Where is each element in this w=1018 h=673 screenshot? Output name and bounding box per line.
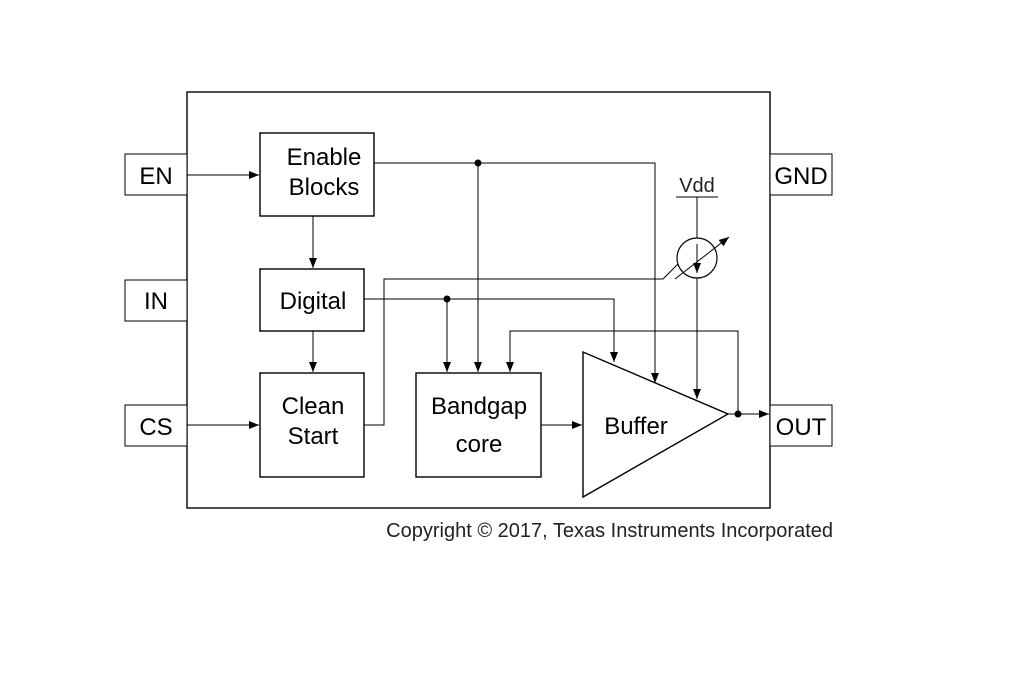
enable-blocks-label-line1: Enable (287, 144, 362, 171)
variable-source-arrow (674, 236, 730, 280)
pin-en-box (124, 153, 188, 196)
junction-out (734, 410, 742, 418)
clean-start-box (259, 372, 365, 478)
enable-blocks-label-line2: Blocks (289, 174, 360, 201)
pin-en-label: EN (139, 163, 172, 190)
pin-out-box (769, 404, 833, 447)
pin-cs-label: CS (139, 414, 172, 441)
digital-box (259, 268, 365, 332)
clean-start-label-line2: Start (288, 423, 339, 450)
pin-out-label: OUT (776, 414, 827, 441)
copyright-text: Copyright © 2017, Texas Instruments Inco… (386, 520, 833, 542)
digital-label: Digital (280, 288, 347, 315)
buffer-label: Buffer (604, 413, 668, 440)
vdd-label: Vdd (679, 175, 715, 197)
wire-enable-to-buffer (374, 162, 659, 383)
pin-in-box (124, 279, 188, 322)
pin-in-label: IN (144, 288, 168, 315)
bandgap-core-box (415, 372, 542, 478)
wire-clean-to-source (364, 253, 689, 426)
wire-feedback-to-bandgap (506, 330, 739, 414)
bandgap-core-label-line2: core (456, 431, 503, 458)
enable-blocks-box (259, 132, 375, 217)
pin-gnd-box (769, 153, 833, 196)
junction-digital (443, 295, 451, 303)
bandgap-core-label-line1: Bandgap (431, 393, 527, 420)
pin-gnd-label: GND (774, 163, 827, 190)
junction-enable (474, 159, 482, 167)
buffer-triangle (582, 350, 730, 499)
clean-start-label-line1: Clean (282, 393, 345, 420)
